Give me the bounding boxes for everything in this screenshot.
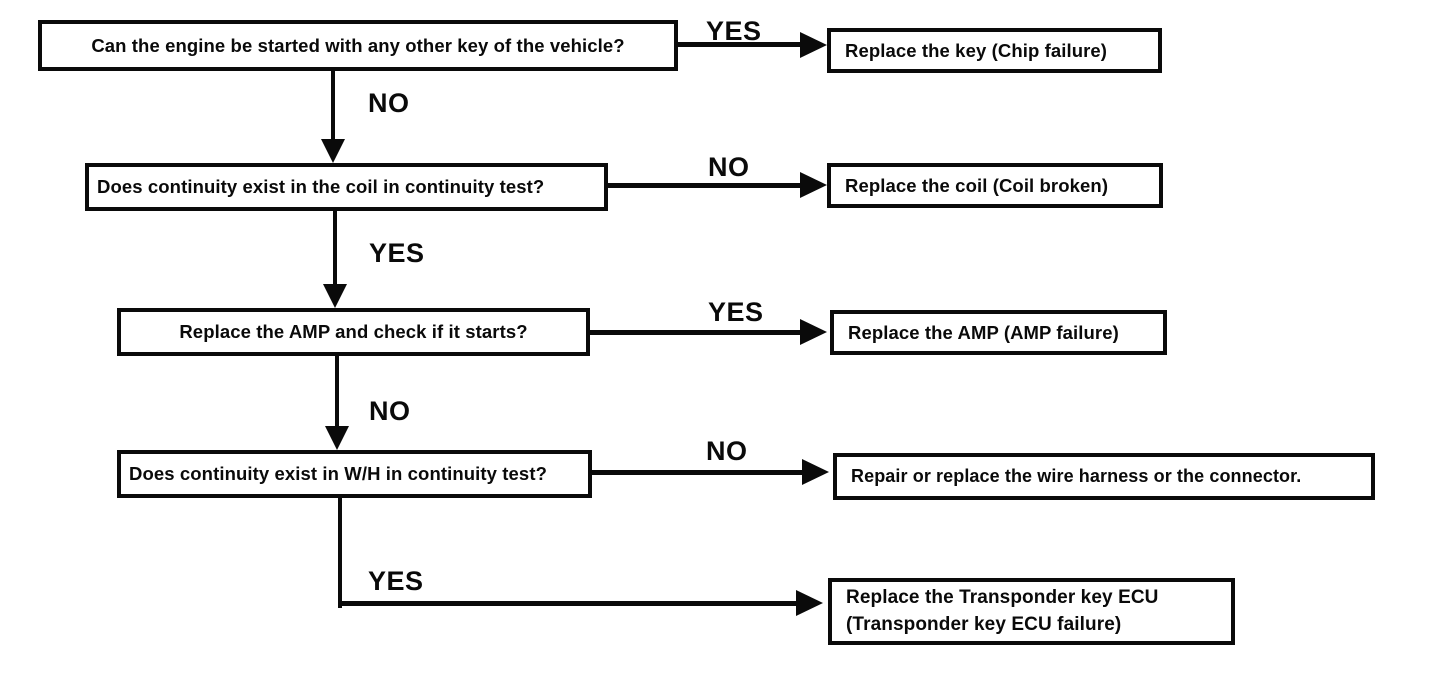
result-box-replace-key: Replace the key (Chip failure) xyxy=(827,28,1162,73)
result-transponder-line1: Replace the Transponder key ECU xyxy=(846,586,1159,608)
arrowhead-down-icon xyxy=(325,426,349,450)
question-box-replace-amp-check: Replace the AMP and check if it starts? xyxy=(117,308,590,356)
connector-q1-q2 xyxy=(331,71,335,139)
question-box-engine-start-other-key: Can the engine be started with any other… xyxy=(38,20,678,71)
edge-label-q4-no: NO xyxy=(706,436,748,466)
question-box-wh-continuity: Does continuity exist in W/H in continui… xyxy=(117,450,592,498)
arrowhead-right-icon xyxy=(802,459,829,485)
result-box-replace-coil: Replace the coil (Coil broken) xyxy=(827,163,1163,208)
connector-q2-r2 xyxy=(608,183,802,188)
edge-label-q2-yes: YES xyxy=(369,238,425,268)
arrowhead-right-icon xyxy=(796,590,823,616)
connector-q4-elbow xyxy=(338,498,342,608)
connector-q1-r1 xyxy=(678,42,802,47)
connector-q4-r4 xyxy=(592,470,804,475)
edge-label-q4-yes: YES xyxy=(368,566,424,596)
connector-q3-r3 xyxy=(590,330,802,335)
result-box-replace-amp: Replace the AMP (AMP failure) xyxy=(830,310,1167,355)
arrowhead-right-icon xyxy=(800,32,827,58)
connector-q3-q4 xyxy=(335,356,339,426)
result-transponder-line2: (Transponder key ECU failure) xyxy=(846,613,1122,635)
connector-q2-q3 xyxy=(333,211,337,284)
question-box-coil-continuity: Does continuity exist in the coil in con… xyxy=(85,163,608,211)
arrowhead-right-icon xyxy=(800,172,827,198)
edge-label-q3-no: NO xyxy=(369,396,411,426)
edge-label-q1-no: NO xyxy=(368,88,410,118)
connector-elbow-r5 xyxy=(338,601,798,606)
edge-label-q2-no: NO xyxy=(708,152,750,182)
edge-label-q3-yes: YES xyxy=(708,297,764,327)
arrowhead-down-icon xyxy=(321,139,345,163)
arrowhead-down-icon xyxy=(323,284,347,308)
arrowhead-right-icon xyxy=(800,319,827,345)
result-box-replace-transponder-ecu: Replace the Transponder key ECU (Transpo… xyxy=(828,578,1235,645)
edge-label-q1-yes: YES xyxy=(706,16,762,46)
result-box-repair-wire-harness: Repair or replace the wire harness or th… xyxy=(833,453,1375,500)
